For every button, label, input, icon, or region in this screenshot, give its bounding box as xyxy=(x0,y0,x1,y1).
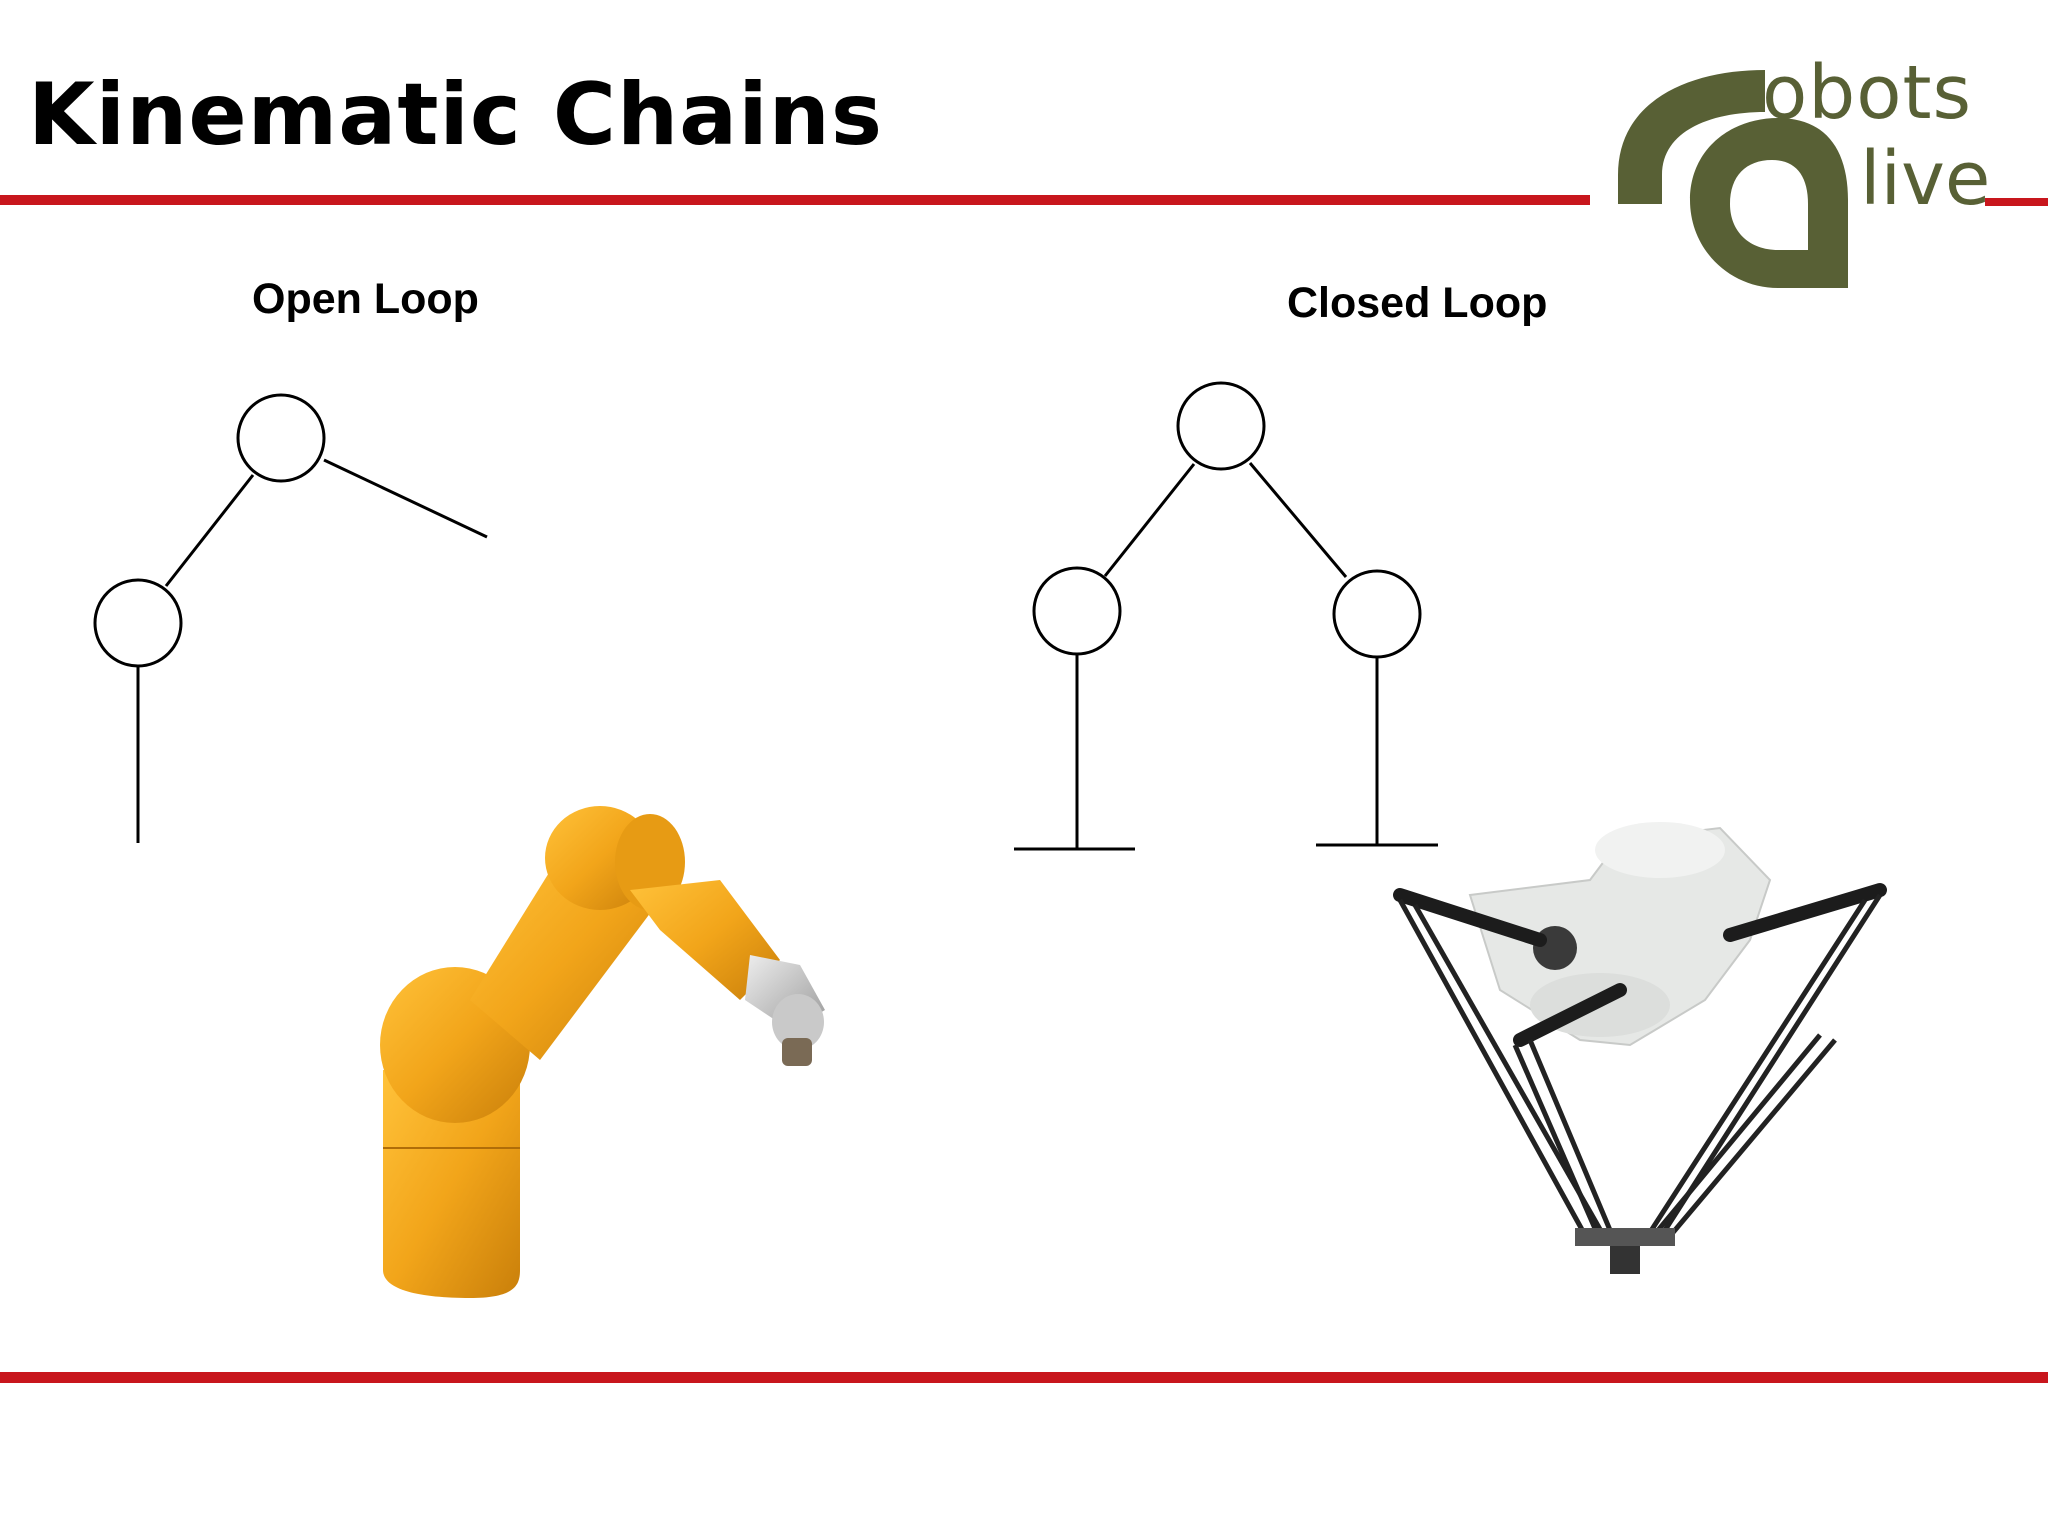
title-underline-right xyxy=(1985,198,2048,206)
closed-link-right xyxy=(1248,462,1348,578)
open-loop-heading: Open Loop xyxy=(252,275,479,323)
slide-title: Kinematic Chains xyxy=(28,65,884,165)
open-link-left xyxy=(164,474,255,587)
open-link-right xyxy=(323,458,488,539)
logo-a-mark xyxy=(1690,118,1848,288)
title-underline xyxy=(0,195,1590,205)
logo-text-top: obots xyxy=(1762,50,1972,136)
logo-arc xyxy=(1618,70,1765,204)
open-joint-left xyxy=(93,578,183,668)
closed-joint-left xyxy=(1032,566,1122,656)
closed-joint-right xyxy=(1332,569,1422,659)
logo-text-bottom: live xyxy=(1860,136,1990,222)
closed-loop-heading: Closed Loop xyxy=(1287,279,1548,327)
open-joint-top xyxy=(236,393,326,483)
closed-link-left xyxy=(1103,463,1196,577)
closed-joint-top xyxy=(1176,381,1266,471)
footer-rule xyxy=(0,1372,2048,1383)
